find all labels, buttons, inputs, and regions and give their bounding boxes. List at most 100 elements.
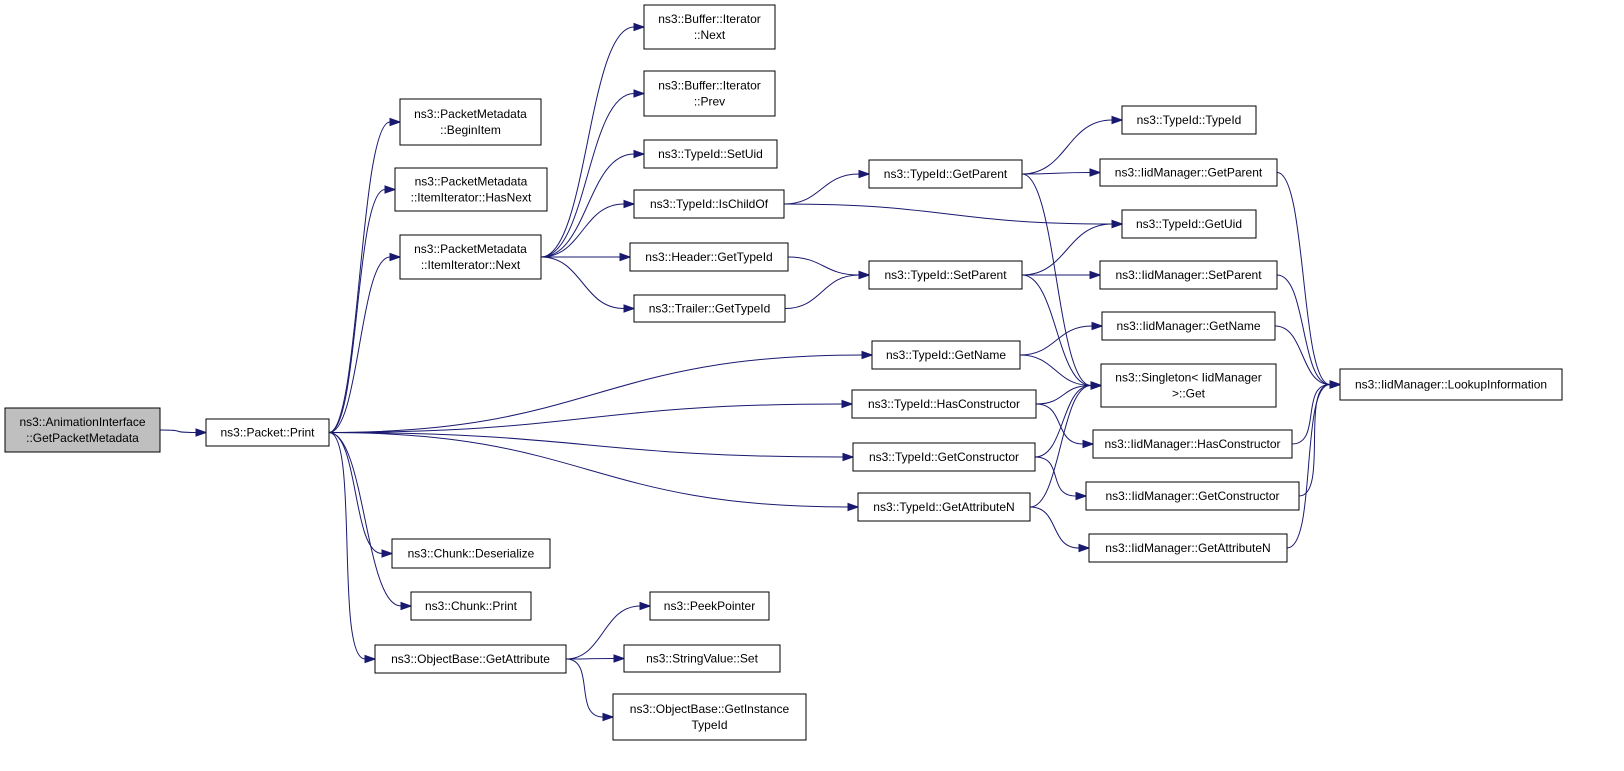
node-box (629, 242, 789, 272)
edge-next-to-hdrtypeid (540, 252, 632, 262)
node-iidsetparent[interactable]: ns3::IidManager::SetParent (1099, 260, 1278, 290)
edge-arrowhead (633, 89, 646, 98)
edge-print-to-next (328, 252, 402, 433)
edge-line (565, 658, 604, 718)
edge-arrowhead (1078, 543, 1091, 553)
node-iidgetattrn[interactable]: ns3::IidManager::GetAttributeN (1088, 533, 1288, 563)
node-label: ns3::ObjectBase::GetAttribute (391, 652, 550, 666)
edge-line (1291, 384, 1331, 445)
edge-print-to-hasctor (328, 399, 854, 433)
edge-getparent-to-iidgetparent (1021, 168, 1102, 177)
edge-arrowhead (195, 428, 208, 437)
node-bufnext[interactable]: ns3::Buffer::Iterator::Next (643, 4, 776, 50)
node-chunkdeser[interactable]: ns3::Chunk::Deserialize (391, 538, 551, 569)
edge-next-to-bufprev (540, 89, 646, 258)
node-label: ns3::Buffer::Iterator (658, 12, 761, 26)
edge-arrowhead (623, 199, 636, 209)
edge-arrowhead (842, 452, 855, 462)
node-label: ::ItemIterator::HasNext (411, 191, 532, 205)
node-next[interactable]: ns3::PacketMetadata::ItemIterator::Next (399, 234, 542, 280)
node-iidgetparent[interactable]: ns3::IidManager::GetParent (1099, 158, 1278, 187)
edge-arrowhead (619, 252, 632, 262)
node-box (649, 591, 770, 621)
edge-line (1298, 384, 1331, 497)
node-iidgetname[interactable]: ns3::IidManager::GetName (1101, 311, 1276, 341)
edge-arrowhead (858, 169, 871, 179)
edge-line (1021, 274, 1092, 386)
node-ischildof[interactable]: ns3::TypeId::IsChildOf (633, 189, 785, 219)
node-label: ns3::Buffer::Iterator (658, 79, 761, 93)
node-getuid[interactable]: ns3::TypeId::GetUid (1121, 209, 1257, 239)
node-label: ns3::TypeId::GetName (886, 348, 1006, 362)
node-box (643, 139, 778, 169)
node-label: ns3::IidManager::GetAttributeN (1105, 541, 1270, 555)
node-label: ns3::AnimationInterface (19, 415, 145, 429)
node-peekptr[interactable]: ns3::PeekPointer (649, 591, 770, 621)
node-root[interactable]: ns3::AnimationInterface::GetPacketMetada… (4, 407, 161, 453)
node-getparent[interactable]: ns3::TypeId::GetParent (868, 159, 1023, 189)
node-chunkprint[interactable]: ns3::Chunk::Print (410, 591, 532, 621)
node-label: ns3::TypeId::HasConstructor (868, 397, 1020, 411)
edge-arrowhead (389, 117, 402, 127)
edge-getparent-to-typeidctor (1021, 115, 1124, 175)
node-getctor[interactable]: ns3::TypeId::GetConstructor (852, 442, 1036, 472)
node-box (612, 693, 807, 741)
node-setuid[interactable]: ns3::TypeId::SetUid (643, 139, 778, 169)
edge-line (1029, 506, 1080, 549)
node-getname[interactable]: ns3::TypeId::GetName (871, 340, 1021, 370)
edge-getattr-to-getinst (565, 658, 615, 722)
node-box (643, 70, 776, 117)
edge-line (328, 432, 383, 554)
node-label: ns3::Singleton< IidManager (1115, 371, 1261, 385)
edge-getname-to-singleton (1019, 354, 1103, 390)
node-beginitem[interactable]: ns3::PacketMetadata::BeginItem (399, 98, 542, 146)
node-label: ns3::TypeId::SetUid (658, 147, 763, 161)
node-print[interactable]: ns3::Packet::Print (205, 418, 330, 447)
edge-arrowhead (1329, 380, 1342, 389)
node-iidgetctor[interactable]: ns3::IidManager::GetConstructor (1085, 481, 1300, 511)
node-box (410, 591, 532, 621)
node-bufprev[interactable]: ns3::Buffer::Iterator::Prev (643, 70, 776, 117)
node-iidhasctor[interactable]: ns3::IidManager::HasConstructor (1092, 429, 1293, 459)
edge-arrowhead (1089, 168, 1102, 177)
edge-line (787, 256, 860, 276)
edge-line (328, 432, 366, 660)
node-label: ns3::ObjectBase::GetInstance (630, 702, 790, 716)
node-label: ns3::IidManager::HasConstructor (1104, 437, 1280, 451)
node-label: ns3::IidManager::GetConstructor (1105, 489, 1279, 503)
edge-iidgetname-to-lookup (1274, 325, 1342, 389)
node-hasnext[interactable]: ns3::PacketMetadata::ItemIterator::HasNe… (394, 167, 548, 212)
edge-arrowhead (847, 502, 860, 512)
node-getattr[interactable]: ns3::ObjectBase::GetAttribute (374, 644, 567, 674)
node-lookup[interactable]: ns3::IidManager::LookupInformation (1339, 368, 1563, 401)
edge-getattr-to-peekptr (565, 601, 652, 660)
edge-line (1021, 173, 1092, 386)
edge-getattrn-to-iidgetattrn (1029, 506, 1091, 553)
node-box (374, 644, 567, 674)
node-label: ns3::PacketMetadata (414, 242, 527, 256)
node-typeidctor[interactable]: ns3::TypeId::TypeId (1121, 105, 1257, 135)
edge-arrowhead (633, 22, 646, 32)
edge-arrowhead (841, 399, 854, 409)
node-box (399, 98, 542, 146)
node-box (868, 159, 1023, 189)
node-label: ::ItemIterator::Next (421, 258, 521, 272)
node-trltypeid[interactable]: ns3::Trailer::GetTypeId (633, 294, 786, 323)
edge-getname-to-iidgetname (1019, 321, 1104, 356)
node-box (643, 4, 776, 50)
node-box (1339, 368, 1563, 401)
edge-line (1021, 223, 1113, 276)
edge-arrowhead (861, 350, 874, 360)
node-singleton[interactable]: ns3::Singleton< IidManager>::Get (1100, 363, 1277, 408)
node-hasctor[interactable]: ns3::TypeId::HasConstructor (851, 389, 1037, 419)
node-strset[interactable]: ns3::StringValue::Set (623, 644, 781, 673)
edge-arrowhead (613, 654, 626, 663)
node-setparent[interactable]: ns3::TypeId::SetParent (868, 260, 1023, 290)
edge-line (328, 403, 843, 433)
node-label: ns3::Chunk::Deserialize (408, 547, 535, 561)
node-getattrn[interactable]: ns3::TypeId::GetAttributeN (857, 492, 1031, 522)
function-nodes: ns3::AnimationInterface::GetPacketMetada… (4, 4, 1563, 741)
node-label: ns3::Trailer::GetTypeId (649, 302, 771, 316)
node-hdrtypeid[interactable]: ns3::Header::GetTypeId (629, 242, 789, 272)
